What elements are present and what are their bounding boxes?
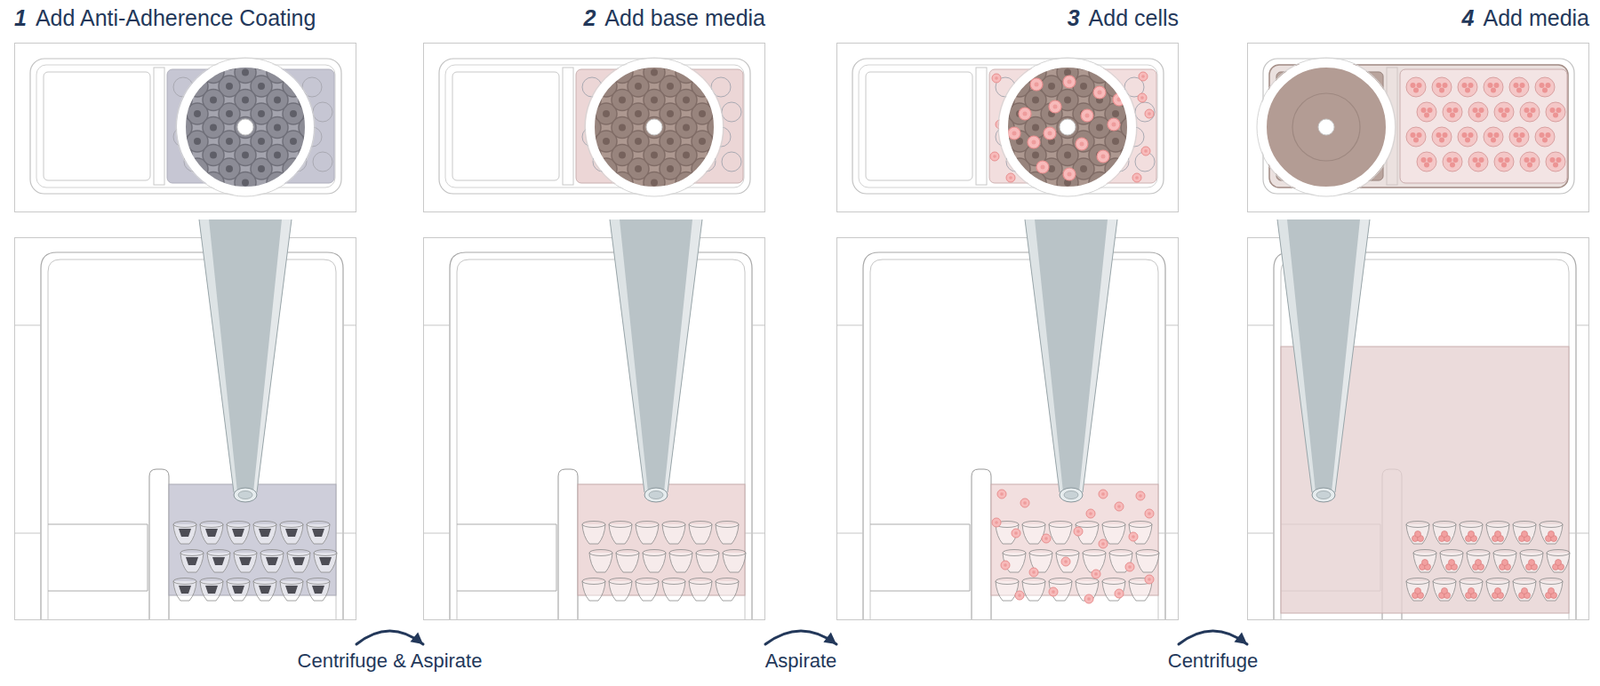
step-connector (765, 631, 837, 645)
step-number: 3 (1067, 5, 1080, 32)
step-panel: 1 Add Anti-Adherence Coating (14, 0, 357, 654)
step-title: Add base media (604, 5, 766, 32)
top-well-row (1416, 102, 1566, 122)
well-row (1406, 521, 1563, 545)
step-number: 2 (583, 5, 596, 32)
step-connector (356, 631, 424, 645)
well-row (180, 550, 337, 574)
step-heading: 3 Add cells (836, 0, 1179, 32)
curved-arrow (1178, 631, 1248, 645)
plate-frame (836, 43, 1179, 621)
pipette-tip (199, 219, 292, 503)
arrow-head (1233, 632, 1248, 645)
magnifier-ring (1256, 57, 1396, 197)
well-row (173, 521, 330, 545)
step-title: Add Anti-Adherence Coating (35, 5, 317, 32)
magnifier-ring (176, 57, 315, 197)
top-well-row (1416, 152, 1566, 172)
well-row (1413, 550, 1570, 574)
well-row (582, 521, 739, 545)
arrow-head (409, 632, 424, 645)
cells (992, 489, 1154, 604)
arrow-head (823, 632, 837, 645)
step-panel: 2 Add base media (423, 0, 766, 654)
step-panel: 3 Add cells (836, 0, 1179, 654)
edge-label: Aspirate (765, 649, 838, 673)
edge-label: Centrifuge (1168, 649, 1259, 673)
curved-arrow (356, 631, 424, 645)
edge-label: Centrifuge & Aspirate (297, 649, 483, 673)
curved-arrow (765, 631, 837, 645)
panel-art (836, 43, 1179, 621)
step-panel: 4 Add media (1247, 0, 1590, 654)
magnifier-ring (998, 57, 1137, 197)
plate-frame (14, 43, 357, 621)
step-number: 1 (14, 5, 27, 32)
step-title: Add cells (1088, 5, 1179, 32)
plate-frame (1247, 43, 1590, 621)
panel-art (423, 43, 766, 621)
panel-art (1247, 43, 1590, 621)
well-row (1002, 550, 1160, 574)
step-heading: 1 Add Anti-Adherence Coating (14, 0, 357, 32)
pipette-tip (1277, 219, 1370, 503)
well-row (582, 578, 739, 602)
step-heading: 4 Add media (1247, 0, 1590, 32)
pipette-tip (1024, 219, 1118, 503)
well-row (589, 550, 746, 574)
top-well-row (1406, 127, 1555, 147)
pipette-tip (609, 219, 703, 503)
step-number: 4 (1462, 5, 1475, 32)
well-row (995, 521, 1152, 545)
step-heading: 2 Add base media (423, 0, 766, 32)
well-row (173, 578, 330, 602)
top-well-row (1406, 77, 1555, 97)
step-connector (1178, 631, 1248, 645)
plate-frame (423, 43, 766, 621)
panel-art (14, 43, 357, 621)
step-title: Add media (1482, 5, 1590, 32)
well-array (1400, 69, 1568, 184)
well-row (1406, 578, 1563, 602)
magnifier-ring (584, 57, 724, 197)
well-row (995, 578, 1152, 602)
